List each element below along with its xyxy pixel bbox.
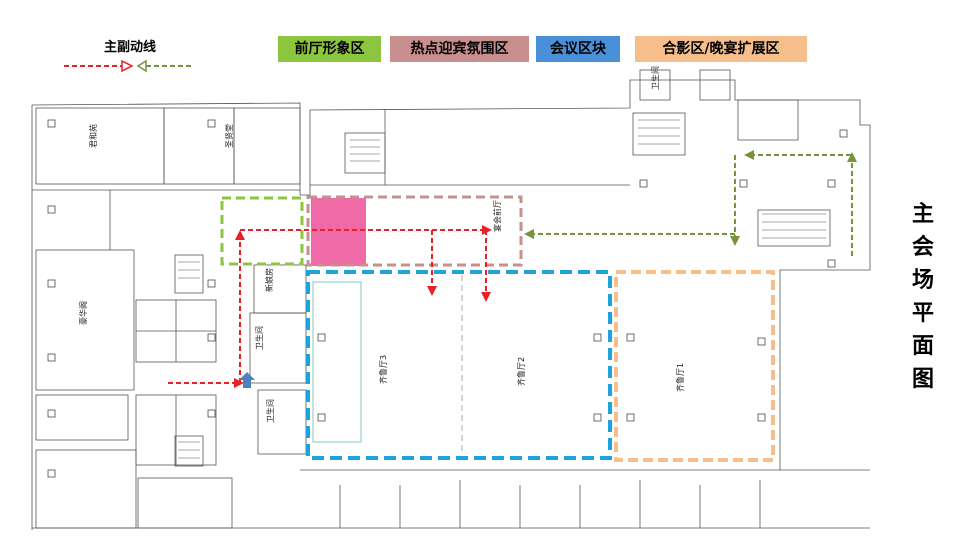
room-label-junhe: 君和苑 [88, 124, 98, 148]
secondary-routes [530, 154, 853, 256]
secondary-route-arrowheads [524, 150, 857, 246]
main-routes [168, 229, 487, 384]
room-label-shengxian: 圣贤堂 [224, 124, 234, 148]
room-label-qilu-2: 齐鲁厅2 [516, 357, 526, 386]
main-route-arrowheads [234, 225, 492, 388]
hotspot-fill [311, 198, 366, 266]
zone-meeting [306, 270, 612, 460]
zone-chip-photo: 合影区/晚宴扩展区 [635, 36, 807, 62]
zone-chip-hotspot: 热点迎宾氛围区 [390, 36, 529, 62]
legend-secondary-arrowhead [136, 59, 147, 73]
page-title-char: 主 [911, 202, 934, 227]
room-label-weisheng-1: 卫生间 [254, 326, 264, 350]
room-label-weisheng-2: 卫生间 [265, 399, 275, 423]
zone-chip-meeting: 会议区块 [536, 36, 620, 62]
room-label-haohua: 豪华阁 [78, 301, 88, 325]
zone-chip-front-hall: 前厅形象区 [278, 36, 381, 62]
page-title: 主 会 场 平 面 图 [908, 198, 938, 396]
room-label-xinniang: 新娘房 [264, 268, 274, 292]
stair-hatching [178, 119, 826, 459]
legend-main-arrowhead [121, 59, 134, 73]
page-title-char: 面 [911, 334, 934, 359]
page-title-char: 图 [911, 367, 934, 392]
wall-lines [31, 69, 871, 530]
zone-front-hall [220, 196, 304, 266]
hall-3-stage [312, 281, 362, 443]
room-label-qilu-1: 齐鲁厅1 [675, 363, 685, 392]
room-label-banquet-front: 宴会前厅 [492, 200, 502, 232]
columns [47, 119, 848, 478]
page-title-char: 场 [911, 268, 934, 293]
room-label-weisheng-3: 卫生间 [650, 66, 660, 90]
legend-arrows [64, 59, 192, 73]
page-title-char: 会 [911, 235, 934, 260]
entrance-arrow [239, 372, 255, 388]
room-label-qilu-3: 齐鲁厅3 [378, 355, 388, 384]
page-title-char: 平 [911, 301, 934, 326]
zone-hotspot [306, 195, 523, 267]
legend-title: 主副动线 [104, 40, 157, 55]
zone-photo [614, 270, 775, 462]
